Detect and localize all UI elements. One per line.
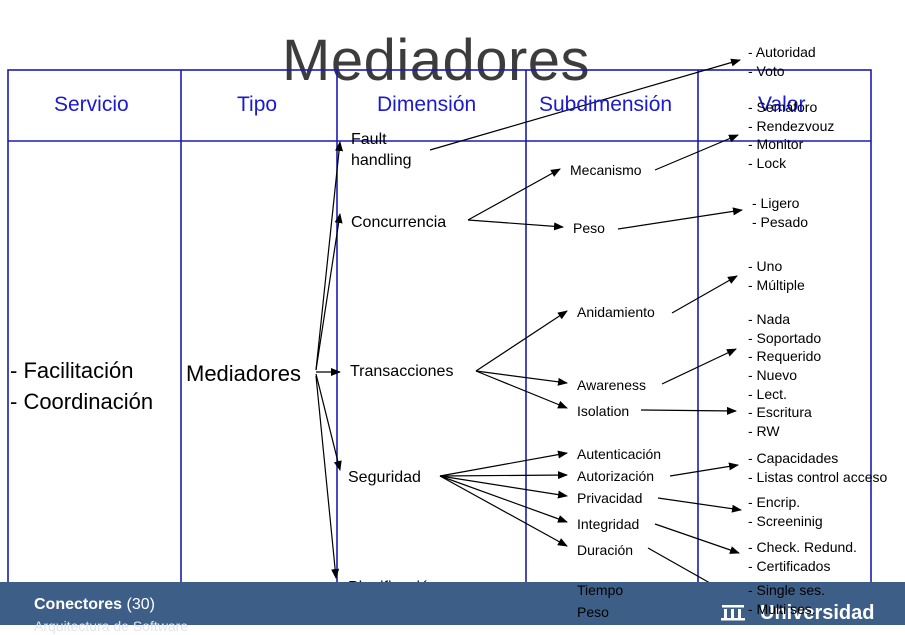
- sub-anidamiento: Anidamiento: [577, 304, 655, 320]
- valor-rendezvouz: - Rendezvouz: [748, 117, 835, 134]
- valor-isolation: - Nuevo - Lect. - Escritura - RW: [748, 366, 812, 440]
- arrow-tipo-planificacion: [315, 375, 340, 579]
- servicio-facilitacion: - Facilitación: [10, 358, 134, 383]
- sub-integridad: Integridad: [577, 516, 640, 532]
- arrow-integ-valor: [654, 523, 740, 554]
- valor-rw: - RW: [748, 422, 780, 439]
- sub-autenticacion: Autenticación: [577, 446, 662, 462]
- sub-duracion: Duración: [577, 542, 634, 558]
- valor-single: - Single ses.: [748, 582, 826, 598]
- table-border: [7, 69, 872, 623]
- valor-lect: - Lect.: [748, 385, 787, 402]
- dim-concurrencia: Concurrencia: [351, 214, 447, 231]
- arrow-seg-autoriz: [439, 471, 568, 480]
- arrow-anid-valor: [671, 275, 738, 314]
- footer-logo-text: Universidad: [760, 602, 875, 624]
- arrows: [315, 58, 743, 612]
- arrow-aware-valor: [661, 348, 737, 385]
- sub-mecanismo: Mecanismo: [570, 162, 642, 178]
- arrow-peso-valor: [617, 207, 743, 230]
- arrow-seg-durac: [439, 475, 568, 547]
- header-dimension: Dimensión: [377, 93, 477, 116]
- sub-awareness: Awareness: [577, 377, 647, 393]
- valor-certificados: - Certificados: [748, 557, 831, 574]
- header-servicio: Servicio: [54, 93, 129, 116]
- arrow-autoriz-valor: [669, 462, 739, 477]
- valor-monitor: - Monitor: [748, 136, 804, 153]
- valor-duracion: - Single ses. - Multi ses.: [748, 581, 825, 618]
- tipo-mediadores: Mediadores: [186, 361, 301, 386]
- valor-nada: - Nada: [748, 311, 791, 327]
- arrow-tipo-fault: [315, 141, 344, 371]
- valor-mecanismo: - Semáforo - Rendezvouz - Monitor - Lock: [748, 98, 834, 172]
- valor-privacidad: - Encrip. - Screeninig: [748, 493, 823, 530]
- valor-integridad: - Check. Redund. - Certificados: [748, 538, 857, 575]
- arrow-fault-valor: [429, 58, 741, 151]
- valor-escritura: - Escritura: [748, 404, 812, 421]
- valor-lock: - Lock: [748, 154, 787, 171]
- arrow-trans-anidamiento: [475, 310, 568, 372]
- valor-anidamiento: - Uno - Múltiple: [748, 257, 805, 294]
- footer-subtitle: Arquitectura de Software: [34, 618, 189, 634]
- valor-peso: - Ligero - Pesado: [752, 194, 808, 231]
- valor-encrip: - Encrip.: [748, 494, 801, 510]
- valor-autorizacion: - Capacidades - Listas control acceso: [748, 449, 887, 486]
- valor-listas: - Listas control acceso: [748, 468, 888, 485]
- table-grid: [7, 69, 872, 623]
- footer-course: Conectores (30): [34, 595, 155, 615]
- dim-fault-line2: handling: [351, 152, 412, 169]
- valor-fault: - Autoridad - Voto: [748, 43, 816, 80]
- sub-tiempo: Tiempo: [577, 582, 624, 598]
- valor-uno: - Uno: [748, 258, 783, 274]
- dim-fault-line1: Fault: [351, 131, 387, 148]
- arrow-conc-mecanismo: [467, 168, 561, 221]
- footer-course-name: Conectores: [34, 596, 123, 613]
- valor-semaforo: - Semáforo: [748, 99, 818, 115]
- arrow-conc-peso: [467, 219, 564, 231]
- header-valor: Valor: [758, 93, 806, 116]
- valor-multiple: - Múltiple: [748, 276, 805, 293]
- valor-requerido: - Requerido: [748, 348, 822, 365]
- footer-page-number: (30): [126, 596, 155, 613]
- footer-bar: [0, 582, 905, 625]
- valor-voto: - Voto: [748, 62, 785, 79]
- valor-soportado: - Soportado: [748, 329, 822, 346]
- sub-isolation: Isolation: [577, 403, 630, 419]
- arrow-tipo-concurrencia: [315, 213, 343, 371]
- arrow-priv-valor: [657, 497, 742, 513]
- servicio-coordinacion: - Coordinación: [10, 389, 154, 414]
- arrow-seg-autent: [439, 450, 568, 477]
- valor-nuevo: - Nuevo: [748, 367, 798, 383]
- valor-screeninig: - Screeninig: [748, 512, 823, 529]
- valor-awareness: - Nada - Soportado - Requerido: [748, 310, 821, 366]
- valor-ligero: - Ligero: [752, 195, 800, 211]
- valor-capacidades: - Capacidades: [748, 450, 839, 466]
- sub-peso-planificacion: Peso: [577, 604, 609, 620]
- arrow-tipo-seguridad: [315, 373, 342, 471]
- arrow-iso-valor: [640, 406, 737, 415]
- arrow-seg-integ: [439, 475, 568, 523]
- valor-pesado: - Pesado: [752, 213, 809, 230]
- arrow-trans-awareness: [475, 370, 568, 386]
- valor-autoridad: - Autoridad: [748, 44, 816, 60]
- sub-privacidad: Privacidad: [577, 490, 643, 506]
- valor-multi: - Multi ses.: [748, 600, 816, 617]
- header-subdimension: Subdimensión: [539, 93, 673, 116]
- arrow-mecanismo-valor: [654, 134, 739, 171]
- sub-peso: Peso: [573, 220, 605, 236]
- dim-transacciones: Transacciones: [350, 363, 454, 380]
- valor-check: - Check. Redund.: [748, 539, 857, 555]
- sub-autorizacion: Autorización: [577, 468, 655, 484]
- arrow-trans-isolation: [475, 370, 568, 409]
- arrow-seg-priv: [439, 475, 568, 499]
- dim-seguridad: Seguridad: [348, 469, 421, 486]
- header-tipo: Tipo: [237, 93, 278, 116]
- slide-title: Mediadores: [282, 28, 591, 93]
